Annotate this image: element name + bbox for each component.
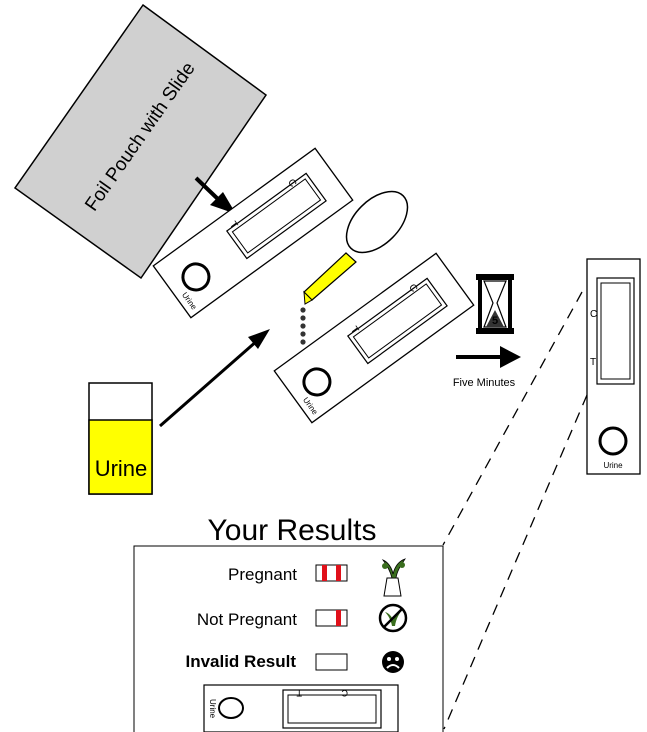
plant-icon: [381, 558, 406, 597]
result-label: Invalid Result: [185, 652, 296, 671]
dropper-icon: [300, 190, 409, 345]
timer-digit: 5: [492, 315, 498, 327]
hourglass-icon: 5: [476, 274, 514, 334]
sample-well: [302, 367, 332, 397]
result-slide-small: Urine T C: [203, 684, 399, 732]
test-slide-1: C T Urine: [152, 147, 354, 319]
sad-face-icon: [382, 651, 404, 673]
zoom-line-upper: [442, 291, 583, 546]
test-slide-result: C T Urine: [586, 258, 641, 475]
slide-letter-c: C: [341, 688, 348, 698]
result-label: Not Pregnant: [197, 610, 297, 629]
result-line: [336, 610, 341, 626]
slide-letter-t: T: [296, 688, 302, 698]
sample-well: [181, 262, 211, 292]
slide-letter-t: T: [227, 220, 239, 231]
slide-letter-t: T: [590, 357, 596, 368]
result-window: [315, 564, 348, 582]
sample-well: [218, 697, 244, 719]
no-plant-icon: [378, 603, 408, 633]
result-row-not-pregnant: Not Pregnant: [197, 603, 408, 633]
urine-cup: Urine: [88, 382, 153, 495]
slide-letter-c: C: [590, 309, 597, 320]
slide-letter-t: T: [348, 325, 360, 336]
zoom-line-lower: [443, 394, 588, 730]
result-line: [322, 565, 327, 581]
result-line: [336, 565, 341, 581]
results-title: Your Results: [208, 514, 377, 547]
result-row-invalid: Invalid Result: [185, 651, 404, 673]
result-label: Pregnant: [228, 565, 297, 584]
slide-well-label: Urine: [208, 699, 217, 719]
slide-well-label: Urine: [603, 461, 623, 470]
test-slide-2: C T Urine: [273, 252, 475, 424]
foil-pouch: Foil Pouch with Slide: [13, 3, 268, 280]
arrow-cup-to-slide: [159, 329, 270, 428]
result-row-pregnant: Pregnant: [228, 558, 406, 597]
timer-caption: Five Minutes: [453, 377, 516, 389]
result-window: [315, 609, 348, 627]
arrow-pouch-to-slide: [194, 176, 236, 214]
result-window: [315, 653, 348, 671]
sample-well: [598, 426, 628, 456]
cup-label: Urine: [95, 456, 148, 481]
results-panel: Pregnant Not Pregnant Invalid Result: [133, 545, 444, 732]
arrow-five-minutes: [456, 346, 521, 368]
